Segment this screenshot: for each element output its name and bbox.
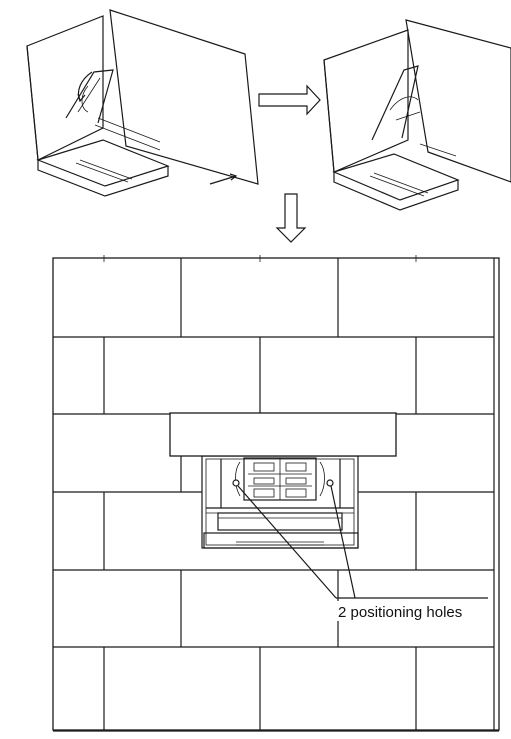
brick-wall xyxy=(52,255,500,732)
callout-box: 2 positioning holes xyxy=(335,601,487,621)
hood-panel-closed-illustration xyxy=(323,19,511,211)
hood-panel-open-illustration xyxy=(26,9,259,197)
positioning-holes-label: 2 positioning holes xyxy=(338,604,462,621)
down-arrow xyxy=(275,193,307,243)
positioning-hole-right xyxy=(326,479,334,487)
callout-leader-lines xyxy=(237,485,488,599)
mounted-hood-front-view xyxy=(169,412,397,549)
right-arrow xyxy=(258,84,321,116)
positioning-hole-left xyxy=(232,479,240,487)
